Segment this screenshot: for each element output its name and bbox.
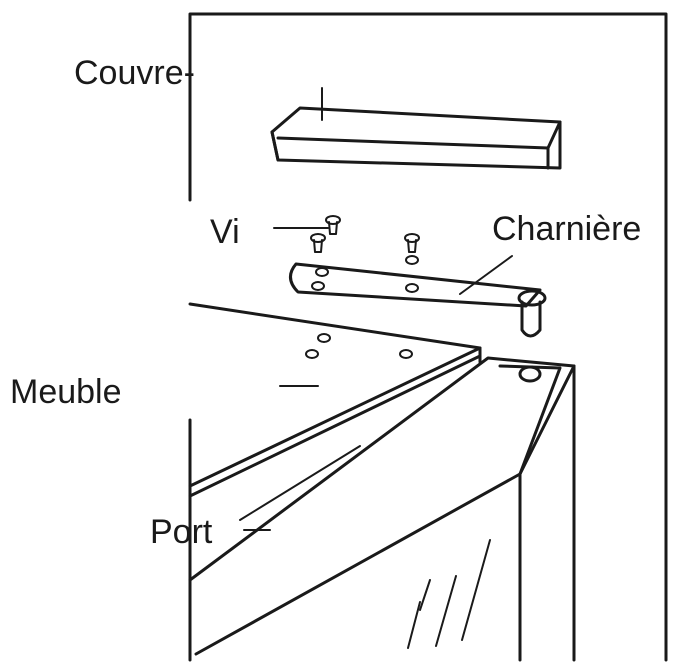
cabinet-hole bbox=[305, 349, 319, 359]
door-glass-mark bbox=[407, 601, 421, 649]
screw-icon bbox=[404, 233, 420, 253]
hinge-pin-body bbox=[520, 300, 542, 338]
cover-front-edge bbox=[270, 130, 280, 162]
hinge-hole bbox=[405, 255, 419, 265]
cover-piece bbox=[270, 87, 562, 170]
frame bbox=[188, 12, 668, 662]
cover-top-ridge bbox=[276, 120, 562, 150]
door-bevel bbox=[498, 364, 562, 476]
hinge-hole bbox=[405, 283, 419, 293]
label-cover: Couvre- bbox=[74, 54, 195, 92]
cabinet-hole bbox=[317, 333, 331, 343]
door-glass-mark bbox=[461, 539, 491, 641]
hinge-leader-line bbox=[459, 255, 513, 295]
door-pin-hole bbox=[518, 365, 542, 383]
label-hinge: Charnière bbox=[492, 210, 642, 248]
label-cabinet: Meuble bbox=[10, 373, 122, 411]
label-screw: Vi bbox=[210, 213, 240, 251]
door bbox=[188, 356, 576, 662]
hinge-outline bbox=[289, 262, 542, 308]
hinge-plate bbox=[289, 255, 547, 338]
cabinet-hole bbox=[399, 349, 413, 359]
screw-icon bbox=[310, 233, 326, 253]
door-glass-mark bbox=[419, 579, 431, 611]
cabinet bbox=[188, 302, 482, 498]
hinge-hole bbox=[315, 267, 329, 277]
label-door: Port bbox=[150, 513, 213, 551]
hinge-hole bbox=[311, 281, 325, 291]
cabinet-edge bbox=[188, 354, 482, 498]
door-glass-line bbox=[239, 445, 361, 521]
screws bbox=[273, 215, 420, 253]
screw-icon bbox=[325, 215, 341, 235]
door-glass-mark bbox=[435, 575, 457, 647]
hinge-pin-top bbox=[517, 289, 547, 307]
frame-outline bbox=[188, 12, 668, 662]
